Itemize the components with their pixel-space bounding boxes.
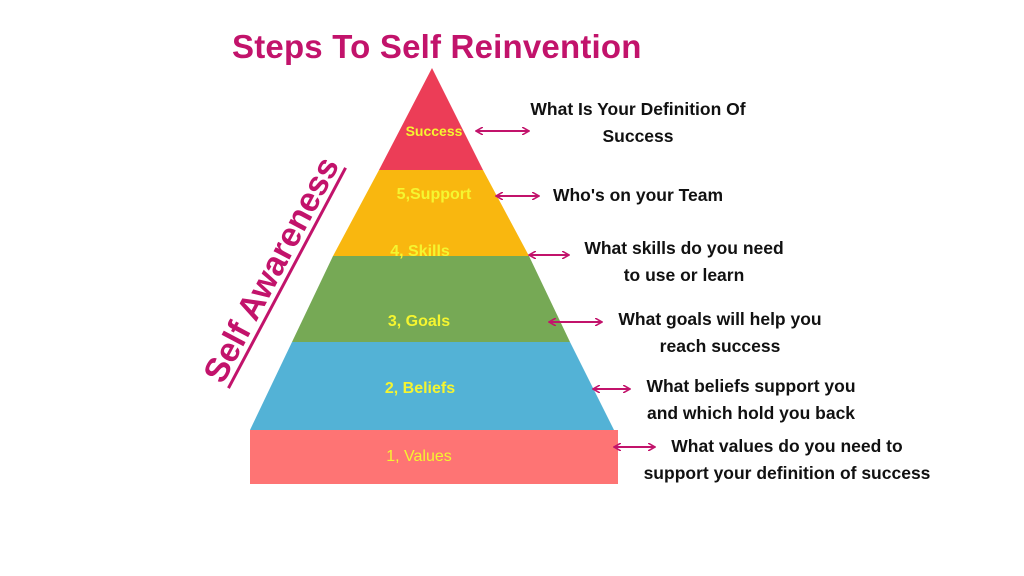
tier-support-band <box>333 170 529 256</box>
tier-label-beliefs: 2, Beliefs <box>384 380 456 397</box>
tier-goals-band <box>292 256 570 342</box>
description-success-line-1: What Is Your Definition Of <box>530 99 746 119</box>
tier-label-support: 5,Support <box>396 186 472 203</box>
description-skills-line-2: to use or learn <box>623 265 745 285</box>
description-support-line-1: Who's on your Team <box>552 185 724 205</box>
description-goals-line-1: What goals will help you <box>618 309 822 329</box>
description-beliefs-line-1: What beliefs support you <box>646 376 856 396</box>
description-skills-line-1: What skills do you need <box>584 238 784 258</box>
description-goals: What goals will help you reach success <box>618 306 821 360</box>
description-success-line-2: Success <box>602 126 674 146</box>
tier-values-band <box>250 430 618 484</box>
tier-beliefs-band <box>250 342 614 430</box>
description-success: What Is Your Definition Of Success <box>530 96 745 150</box>
description-support: Who's on your Team <box>553 182 723 209</box>
diagram-title: Steps To Self Reinvention <box>232 28 642 65</box>
tier-success-band <box>379 68 483 170</box>
description-values: What values do you need to support your … <box>644 433 931 487</box>
description-skills: What skills do you need to use or learn <box>584 235 783 289</box>
description-goals-line-2: reach success <box>659 336 781 356</box>
tier-label-goals: 3, Goals <box>387 313 451 330</box>
tier-label-skills: 4, Skills <box>390 243 450 260</box>
description-beliefs: What beliefs support you and which hold … <box>646 373 855 427</box>
description-values-line-1: What values do you need to <box>671 436 903 456</box>
tier-label-success: Success <box>405 123 463 139</box>
tier-label-values: 1, Values <box>386 448 452 465</box>
description-values-line-2: support your definition of success <box>643 463 931 483</box>
description-beliefs-line-2: and which hold you back <box>646 403 856 423</box>
